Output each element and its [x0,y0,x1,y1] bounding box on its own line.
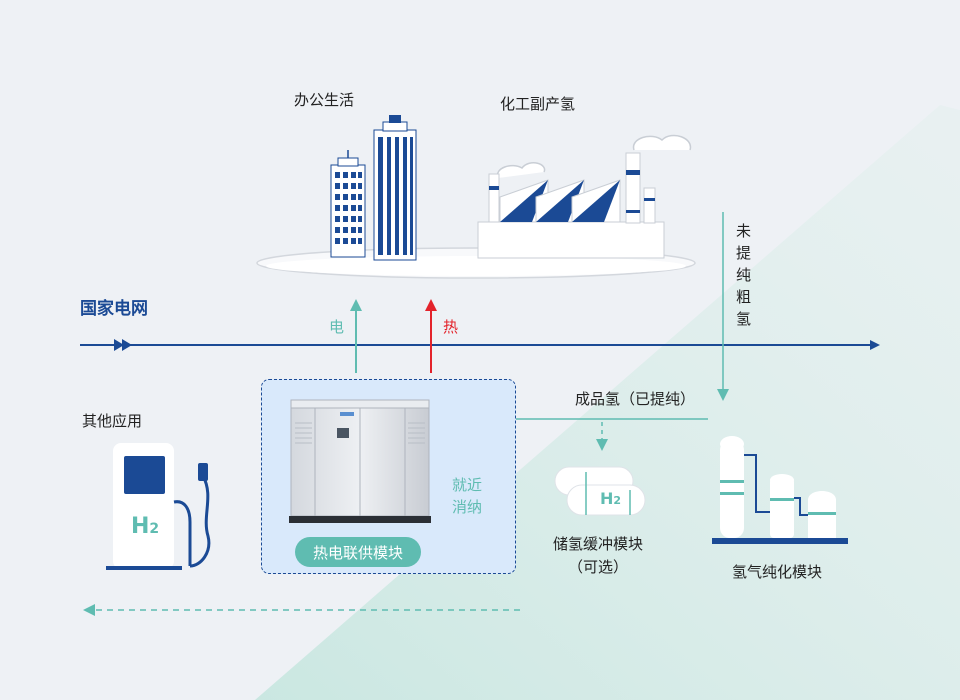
h2-subscript: 2 [613,494,622,507]
h2-subscript: 2 [149,521,160,537]
local-consumption-line2: 消纳 [452,498,483,516]
heat-label: 热 [443,318,459,336]
hydrogen-purification-icon [712,436,848,544]
office-building-icon [330,115,417,261]
grid-chevron [122,339,132,351]
crude-hydrogen-char: 氢 [736,310,752,328]
grid-chevron [114,339,124,351]
other-applications-label: 其他应用 [82,412,143,430]
electricity-label: 电 [329,318,345,336]
tank-h2-symbol: H2 [600,491,621,507]
h2-main: H [131,514,150,539]
chemical-byproduct-hydrogen-label: 化工副产氢 [500,95,576,113]
h2-main: H [600,489,614,508]
hydrogen-dispenser-icon [106,443,211,570]
crude-hydrogen-char: 提 [736,244,752,262]
local-consumption-line1: 就近 [452,476,483,494]
chp-cabinet-icon [289,399,431,523]
chemical-factory-icon [477,134,692,259]
crude-hydrogen-char: 纯 [736,266,752,284]
dispenser-h2-symbol: H2 [131,516,159,538]
hydrogen-storage-tank-icon [554,466,646,516]
chp-module-label: 热电联供模块 [295,537,421,567]
finished-hydrogen-label: 成品氢（已提纯） [575,390,696,408]
crude-hydrogen-char: 粗 [736,288,752,306]
office-life-label: 办公生活 [294,91,355,109]
storage-optional-label: （可选） [568,558,629,576]
purification-module-label: 氢气纯化模块 [732,563,823,581]
storage-module-label: 储氢缓冲模块 [553,535,644,553]
unpurified-crude-hydrogen-label: 未 提 纯 粗 氢 [736,224,751,327]
crude-hydrogen-char: 未 [736,222,752,240]
state-grid-label: 国家电网 [80,299,148,319]
